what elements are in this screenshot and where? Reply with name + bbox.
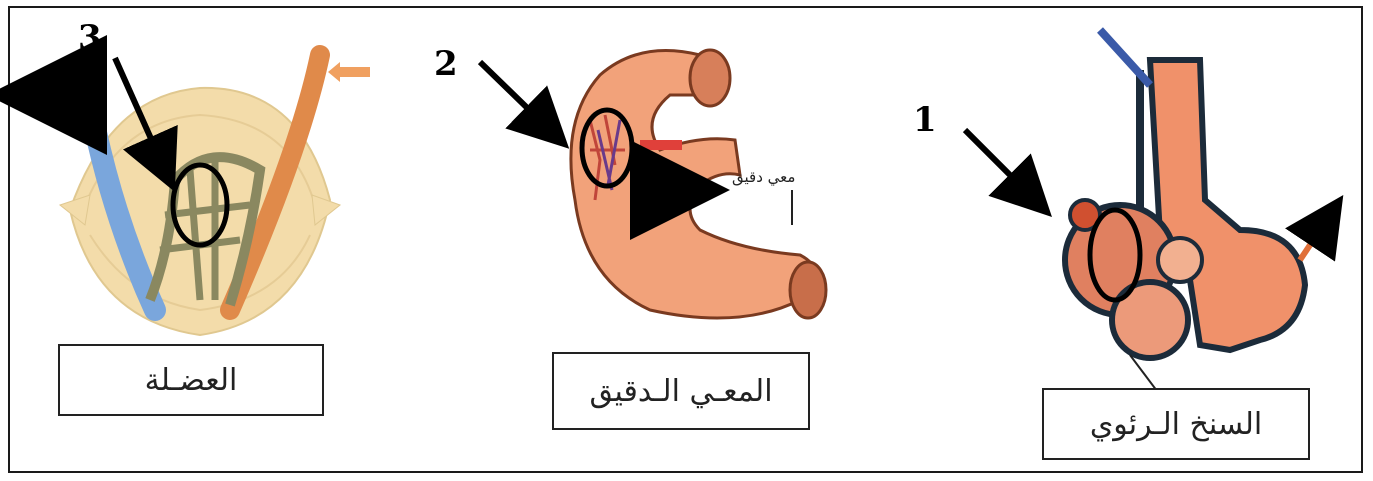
caption-alveolus: السنخ الـرئوي: [1042, 388, 1310, 460]
caption-intestine: المعـي الـدقيق: [552, 352, 810, 430]
panel-number-3: 3: [78, 18, 102, 58]
pointer-arrow-1: [965, 130, 1035, 200]
pointer-arrow-2: [480, 62, 552, 132]
intestine-annotation: معي دقيق: [732, 168, 795, 186]
panel-number-2: 2: [434, 44, 458, 84]
muscle-illustration: [35, 55, 370, 335]
caption-muscle: العضـلة: [58, 344, 324, 416]
panel-number-1: 1: [913, 100, 937, 140]
